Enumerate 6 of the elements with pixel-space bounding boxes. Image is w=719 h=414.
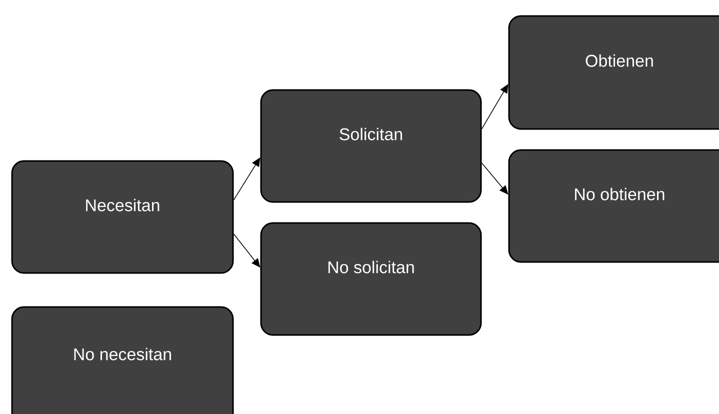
process-box: Obtienen: [508, 15, 719, 130]
process-box: No necesitan: [11, 306, 234, 414]
process-box: No solicitan: [260, 222, 482, 336]
process-box: Solicitan: [260, 89, 482, 203]
process-box: Necesitan: [11, 160, 234, 274]
process-box: No obtienen: [508, 149, 719, 263]
